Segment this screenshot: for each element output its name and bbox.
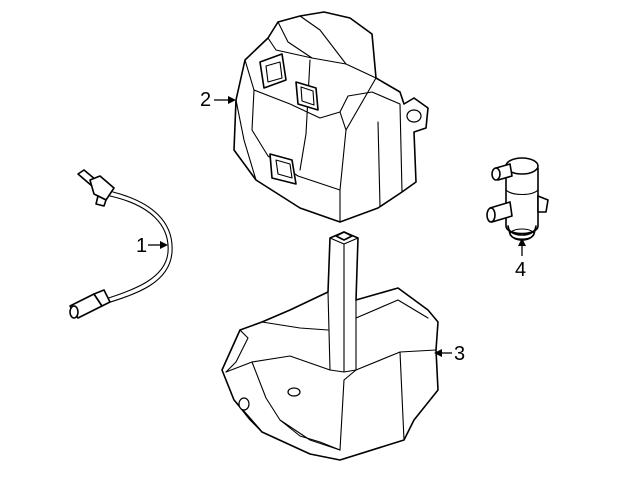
callout-1: 1 [136,235,168,257]
callout-label-2: 2 [200,89,211,111]
bracket-hole-floor [287,387,301,397]
sensor-cable [101,195,169,301]
callout-label-3: 3 [454,343,465,365]
callout-2: 2 [200,89,236,111]
callout-3: 3 [434,343,465,365]
oxygen-sensor [69,169,173,319]
bracket-hole-left [238,397,250,411]
valve-side-port [537,195,549,213]
purge-valve [486,157,549,241]
sensor-head [77,169,115,207]
bracket-body [221,231,439,461]
canister-mount-ear [406,109,422,123]
callout-label-4: 4 [515,259,526,281]
canister [233,11,429,223]
canister-port-right [295,81,319,111]
canister-port-left [259,53,287,89]
canister-port-bottom [269,153,297,185]
sensor-connector [69,289,111,319]
bracket-post-top [335,231,353,241]
callout-4: 4 [515,238,526,281]
callout-label-1: 1 [136,235,147,257]
sensor-cable-outer [103,191,173,305]
valve-body [505,167,539,235]
canister-bracket [221,231,439,461]
